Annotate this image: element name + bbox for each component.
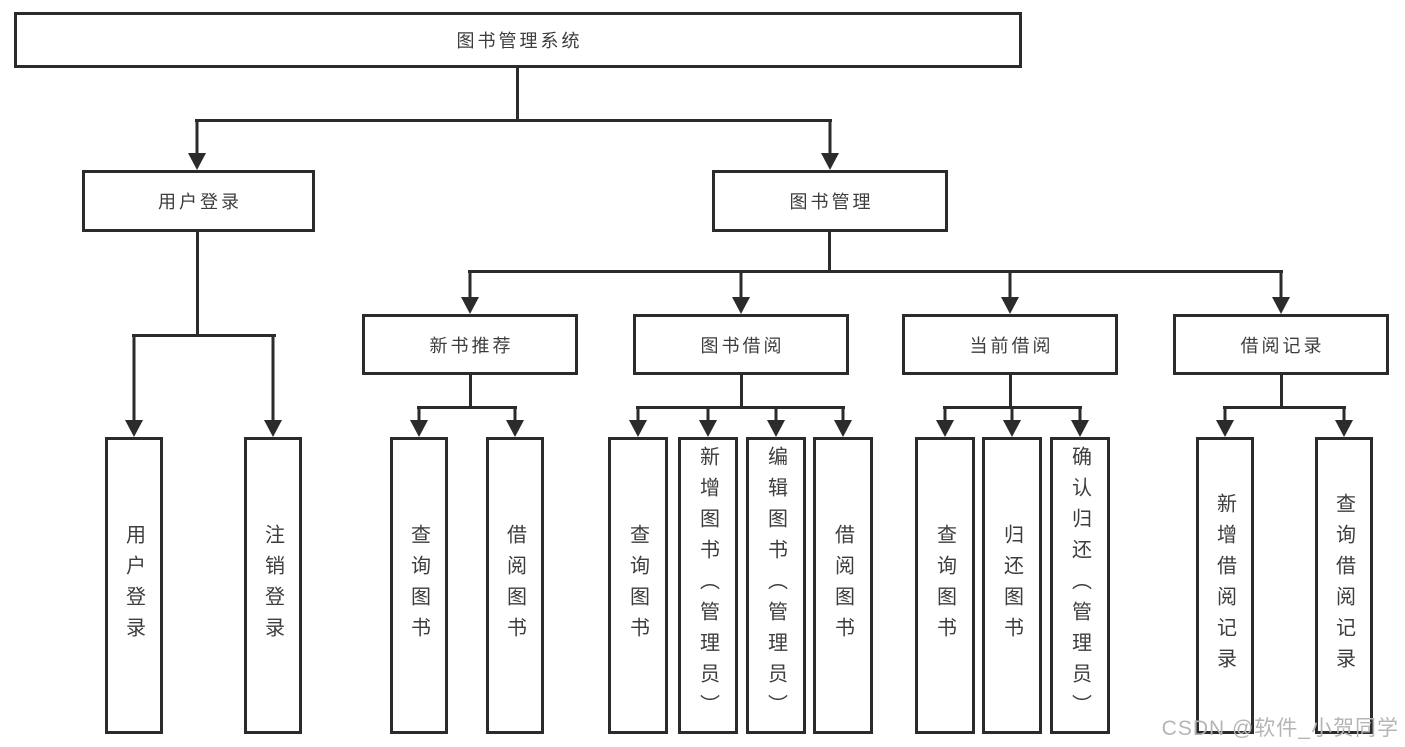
- connector-line: [1009, 373, 1012, 409]
- connector-line: [636, 406, 845, 409]
- leaf-query-borrow-record: 查询借阅记录: [1315, 437, 1373, 734]
- node-label: 新增图书（管理员）: [696, 446, 719, 725]
- arrow-down-connector: [1003, 407, 1021, 437]
- arrow-down-connector: [936, 407, 954, 437]
- connector-line: [740, 373, 743, 409]
- arrow-down-connector: [1001, 271, 1019, 314]
- arrow-down-connector: [821, 120, 839, 170]
- connector-line: [516, 66, 519, 122]
- leaf-confirm-return-admin: 确认归还（管理员）: [1050, 437, 1110, 734]
- arrow-down-connector: [125, 335, 143, 437]
- arrow-down-connector: [461, 271, 479, 314]
- leaf-add-book-admin: 新增图书（管理员）: [678, 437, 738, 734]
- arrow-down-connector: [1335, 407, 1353, 437]
- node-label: 图书管理系统: [456, 31, 583, 51]
- node-label: 借阅记录: [1240, 335, 1325, 356]
- leaf-borrow-books-borrowing: 借阅图书: [813, 437, 873, 734]
- node-borrowing-records: 借阅记录: [1173, 314, 1389, 375]
- leaf-logout: 注销登录: [244, 437, 302, 734]
- node-label: 确认归还（管理员）: [1068, 446, 1091, 725]
- leaf-user-login: 用户登录: [105, 437, 163, 734]
- csdn-watermark: CSDN @软件_小贺同学: [1161, 717, 1399, 740]
- node-label: 图书管理: [789, 192, 874, 212]
- leaf-query-books-current: 查询图书: [915, 437, 975, 734]
- connector-line: [417, 406, 517, 409]
- node-library-management-system: 图书管理系统: [14, 12, 1022, 68]
- leaf-query-books-recommend: 查询图书: [390, 437, 448, 734]
- node-label: 用户登录: [122, 523, 145, 648]
- node-label: 查询图书: [933, 523, 956, 648]
- node-label: 新书推荐: [429, 335, 514, 356]
- arrow-down-connector: [767, 407, 785, 437]
- connector-line: [132, 334, 276, 337]
- node-label: 编辑图书（管理员）: [764, 446, 787, 725]
- connector-line: [195, 119, 832, 122]
- arrow-down-connector: [699, 407, 717, 437]
- node-label: 用户登录: [158, 192, 242, 212]
- node-label: 注销登录: [261, 523, 284, 648]
- arrow-down-connector: [1272, 271, 1290, 314]
- connector-line: [468, 270, 1283, 273]
- node-label: 借阅图书: [503, 523, 526, 648]
- node-user-login: 用户登录: [82, 170, 315, 232]
- node-book-management: 图书管理: [712, 170, 948, 232]
- connector-line: [828, 230, 831, 273]
- node-label: 当前借阅: [969, 335, 1054, 356]
- arrow-down-connector: [1216, 407, 1234, 437]
- arrow-down-connector: [410, 407, 428, 437]
- node-label: 图书借阅: [700, 335, 785, 356]
- leaf-query-books-borrowing: 查询图书: [608, 437, 668, 734]
- connector-line: [1223, 406, 1346, 409]
- arrow-down-connector: [834, 407, 852, 437]
- connector-line: [469, 373, 472, 409]
- leaf-borrow-books-recommend: 借阅图书: [486, 437, 544, 734]
- leaf-return-books: 归还图书: [982, 437, 1042, 734]
- arrow-down-connector: [188, 120, 206, 170]
- node-current-borrowing: 当前借阅: [902, 314, 1118, 375]
- node-label: 查询图书: [407, 523, 430, 648]
- arrow-down-connector: [264, 335, 282, 437]
- node-label: 查询借阅记录: [1332, 492, 1355, 679]
- arrow-down-connector: [506, 407, 524, 437]
- node-label: 查询图书: [626, 523, 649, 648]
- leaf-edit-book-admin: 编辑图书（管理员）: [746, 437, 806, 734]
- connector-line: [1280, 373, 1283, 409]
- arrow-down-connector: [1071, 407, 1089, 437]
- arrow-down-connector: [629, 407, 647, 437]
- leaf-add-borrow-record: 新增借阅记录: [1196, 437, 1254, 734]
- node-label: 归还图书: [1000, 523, 1023, 648]
- node-new-book-recommend: 新书推荐: [362, 314, 578, 375]
- node-label: 新增借阅记录: [1213, 492, 1236, 679]
- connector-line: [196, 230, 199, 337]
- arrow-down-connector: [732, 271, 750, 314]
- node-book-borrowing: 图书借阅: [633, 314, 849, 375]
- node-label: 借阅图书: [831, 523, 854, 648]
